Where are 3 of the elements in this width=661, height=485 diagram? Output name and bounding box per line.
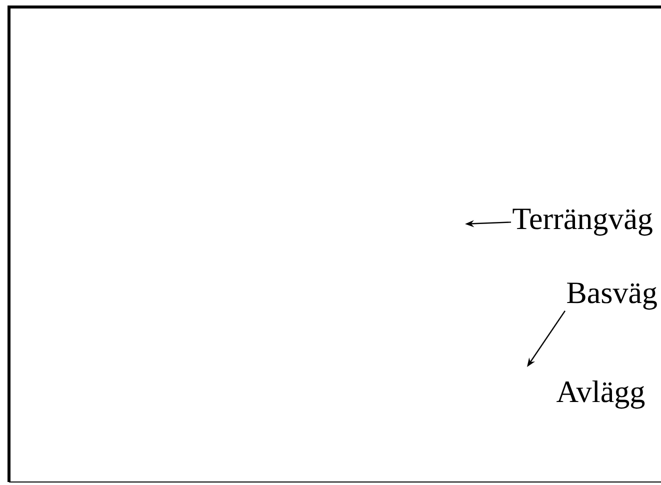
text-label: Terrängväg [512, 208, 652, 236]
text-label: Avlägg [556, 380, 645, 409]
text-label: Basväg [567, 282, 657, 310]
